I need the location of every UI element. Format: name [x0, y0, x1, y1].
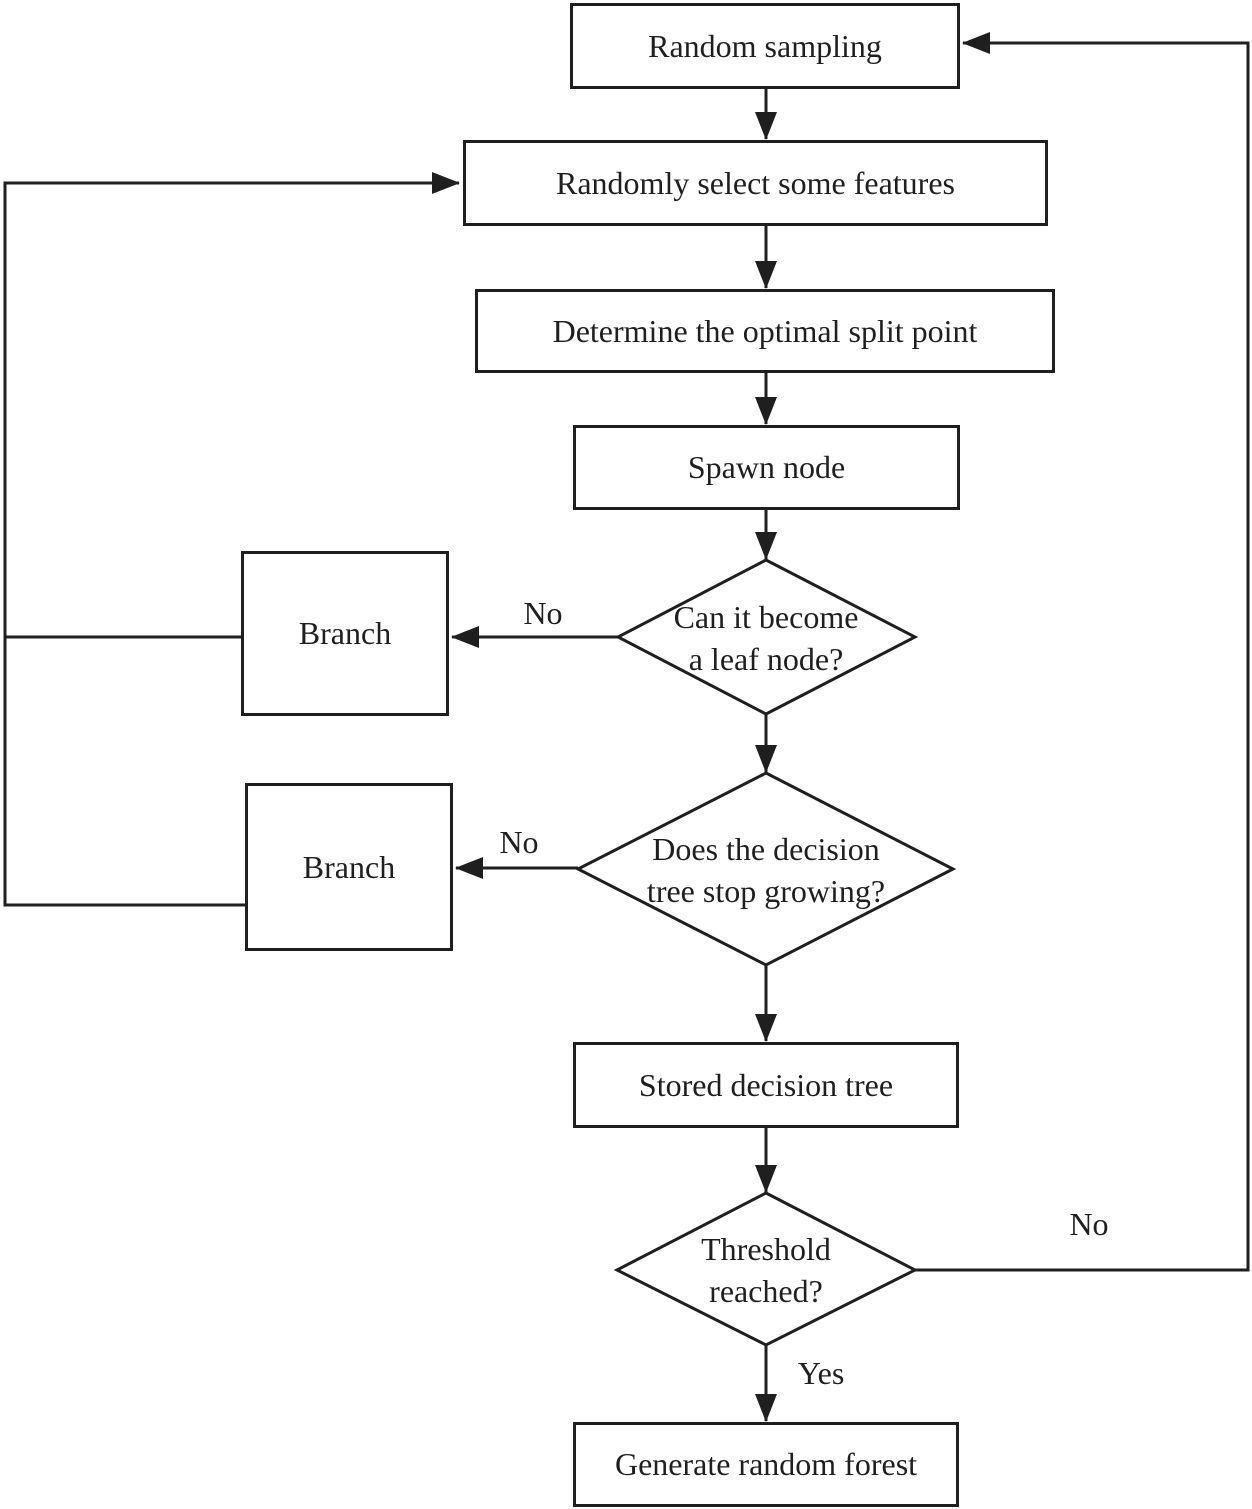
optimal-split-label: Determine the optimal split point — [552, 312, 978, 349]
edge-label-grow-no: No — [499, 824, 539, 860]
grow-decision-diamond — [574, 771, 957, 967]
arrow-branch-loop-to-select-features — [3, 172, 460, 907]
arrow-threshold-no-loop-to-sampling — [915, 32, 1250, 1272]
spawn-node-label: Spawn node — [687, 449, 846, 486]
generate-forest-label: Generate random forest — [614, 1446, 918, 1483]
spawn-node-box: Spawn node — [573, 425, 960, 510]
threshold-decision-diamond — [613, 1191, 919, 1347]
select-features-box: Randomly select some features — [463, 140, 1048, 226]
branch-bottom-label: Branch — [302, 848, 396, 885]
edge-label-leaf-no: No — [523, 595, 563, 631]
random-sampling-box: Random sampling — [570, 3, 960, 89]
branch-bottom-box: Branch — [245, 783, 453, 951]
edge-label-threshold-yes: Yes — [797, 1355, 845, 1391]
branch-top-label: Branch — [298, 615, 392, 652]
stored-tree-label: Stored decision tree — [638, 1066, 894, 1103]
random-sampling-label: Random sampling — [648, 27, 882, 64]
edge-label-threshold-no: No — [1069, 1206, 1109, 1242]
branch-top-box: Branch — [241, 551, 449, 716]
stored-tree-box: Stored decision tree — [573, 1042, 959, 1128]
optimal-split-box: Determine the optimal split point — [475, 289, 1055, 373]
leaf-decision-diamond — [614, 558, 919, 716]
generate-forest-box: Generate random forest — [573, 1422, 959, 1507]
select-features-label: Randomly select some features — [556, 164, 955, 201]
